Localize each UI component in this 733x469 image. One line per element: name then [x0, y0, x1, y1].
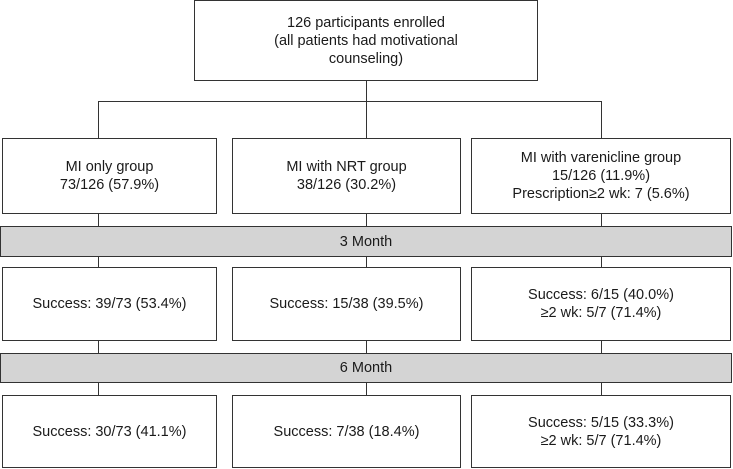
group-name: MI with varenicline group [520, 150, 682, 166]
connector-to-group-1 [98, 101, 99, 139]
connector-r2-6m [366, 340, 367, 354]
connector-branch [98, 101, 602, 102]
result-success: Success: 39/73 (53.4%) [32, 296, 187, 312]
group-count: 38/126 (30.2%) [296, 177, 397, 193]
result-success: Success: 15/38 (39.5%) [269, 296, 424, 312]
result-box-6m-mi-nrt: Success: 7/38 (18.4%) [232, 395, 461, 468]
result-success: Success: 5/15 (33.3%) [528, 414, 674, 431]
connector-6m-r2 [366, 382, 367, 396]
enrollment-line: (all patients had motivational [274, 32, 458, 49]
enrollment-line: 126 participants enrolled [287, 14, 445, 31]
timepoint-label: 6 Month [339, 360, 393, 376]
group-box-mi-varenicline: MI with varenicline group 15/126 (11.9%)… [471, 138, 731, 214]
result-box-3m-mi-only: Success: 39/73 (53.4%) [2, 267, 217, 341]
result-success: Success: 6/15 (40.0%) [528, 287, 674, 303]
group-box-mi-only: MI only group 73/126 (57.9%) [2, 138, 217, 214]
connector-r3-6m [601, 340, 602, 354]
result-box-3m-mi-nrt: Success: 15/38 (39.5%) [232, 267, 461, 341]
result-box-6m-mi-only: Success: 30/73 (41.1%) [2, 395, 217, 468]
connector-top-stem [366, 80, 367, 102]
result-success: Success: 7/38 (18.4%) [273, 423, 420, 440]
connector-3m-r1 [98, 256, 99, 268]
connector-6m-r1 [98, 382, 99, 396]
result-2wk: ≥2 wk: 5/7 (71.4%) [540, 305, 662, 321]
timepoint-label: 3 Month [339, 233, 393, 250]
result-success: Success: 30/73 (41.1%) [32, 423, 187, 440]
group-box-mi-nrt: MI with NRT group 38/126 (30.2%) [232, 138, 461, 214]
enrollment-line: counseling) [328, 50, 404, 67]
connector-3m-r2 [366, 256, 367, 268]
connector-6m-r3 [601, 382, 602, 396]
connector-to-group-3 [601, 101, 602, 139]
group-name: MI only group [65, 159, 154, 175]
connector-g1-3m [98, 213, 99, 227]
connector-r1-6m [98, 340, 99, 354]
connector-g2-3m [366, 213, 367, 227]
group-prescription: Prescription≥2 wk: 7 (5.6%) [512, 186, 690, 202]
result-box-3m-mi-varenicline: Success: 6/15 (40.0%) ≥2 wk: 5/7 (71.4%) [471, 267, 731, 341]
connector-to-group-2 [366, 101, 367, 139]
group-name: MI with NRT group [286, 159, 407, 175]
result-2wk: ≥2 wk: 5/7 (71.4%) [540, 432, 662, 449]
connector-3m-r3 [601, 256, 602, 268]
enrollment-box: 126 participants enrolled (all patients … [194, 0, 538, 81]
timepoint-band-3-month: 3 Month [0, 226, 732, 257]
connector-g3-3m [601, 213, 602, 227]
result-box-6m-mi-varenicline: Success: 5/15 (33.3%) ≥2 wk: 5/7 (71.4%) [471, 395, 731, 468]
group-count: 73/126 (57.9%) [59, 177, 160, 193]
timepoint-band-6-month: 6 Month [0, 353, 732, 383]
group-count: 15/126 (11.9%) [551, 168, 651, 184]
